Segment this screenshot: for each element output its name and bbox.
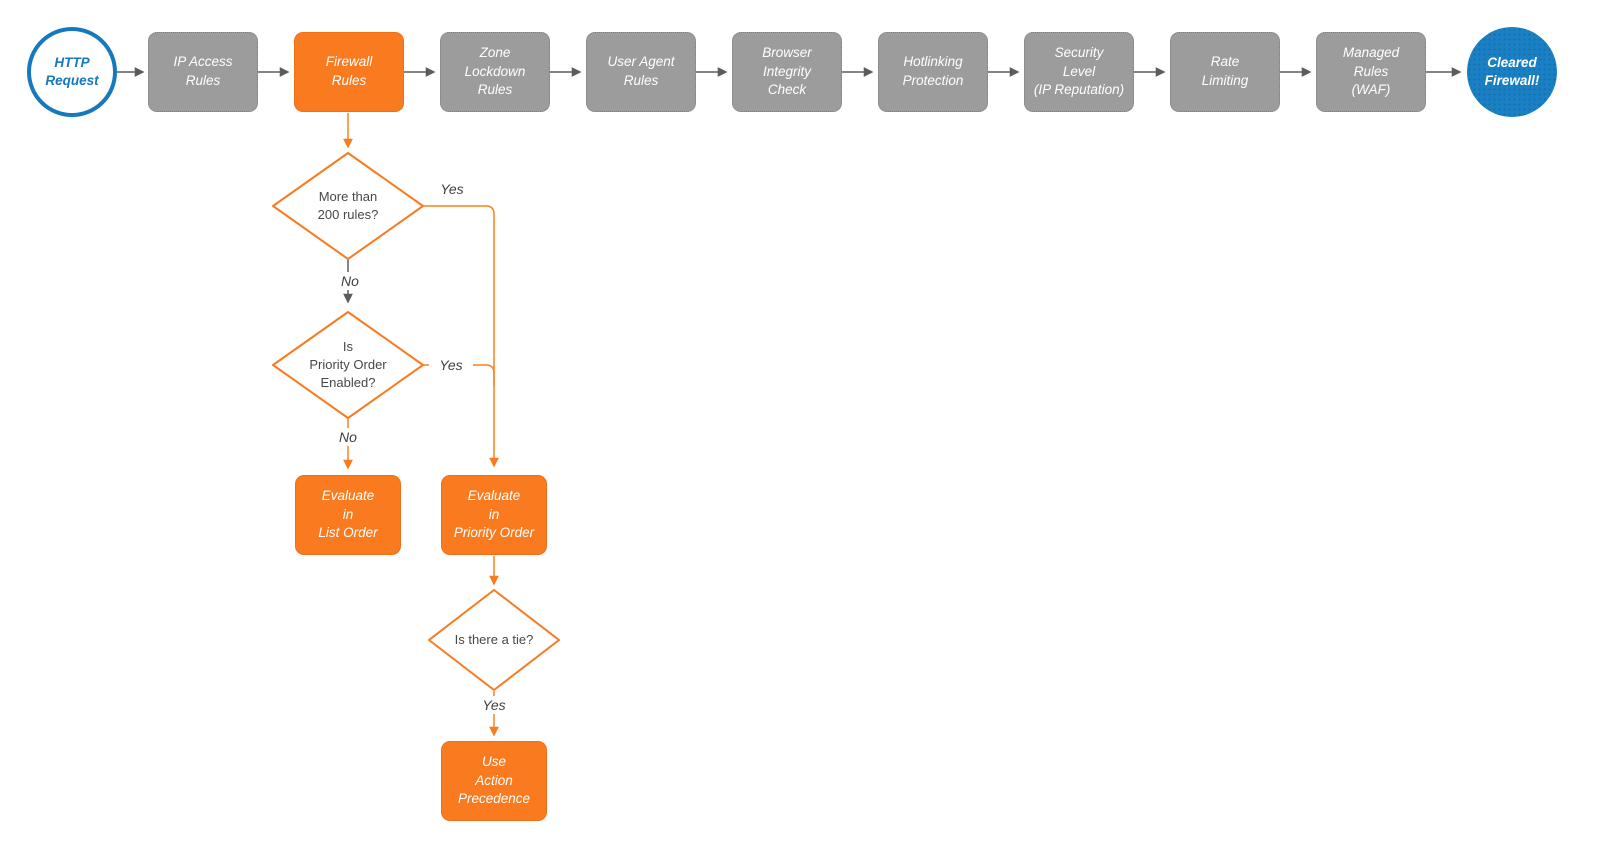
edge-decision1-yes	[423, 205, 499, 468]
decision-priority-enabled-shape	[272, 311, 424, 419]
decision-more-than-200-shape	[272, 152, 424, 260]
node-firewall-rules: Firewall Rules	[294, 32, 404, 112]
node-user-agent-rules: User Agent Rules	[586, 32, 696, 112]
decision-tie-shape	[428, 589, 560, 691]
decision-tie-label: Is there a tie?	[454, 631, 534, 647]
node-cleared-firewall: Cleared Firewall!	[1467, 27, 1557, 117]
node-zone-lockdown-rules: Zone Lockdown Rules	[440, 32, 550, 112]
decision-priority-enabled-label: Is Priority Order Enabled?	[309, 338, 387, 391]
node-rate-limiting: Rate Limiting	[1170, 32, 1280, 112]
node-browser-integrity-check: Browser Integrity Check	[732, 32, 842, 112]
edge-decision2-yes	[423, 364, 495, 386]
edge-label-yes-3: Yes	[472, 696, 516, 714]
node-evaluate-list-order: Evaluate in List Order	[295, 475, 401, 555]
node-hotlinking-protection: Hotlinking Protection	[878, 32, 988, 112]
edge-label-yes-1: Yes	[440, 181, 464, 197]
node-use-action-precedence: Use Action Precedence	[441, 741, 547, 821]
node-http-request: HTTP Request	[27, 27, 117, 117]
decision-more-than-200-label: More than 200 rules?	[317, 188, 379, 222]
node-security-level: Security Level (IP Reputation)	[1024, 32, 1134, 112]
node-ip-access-rules: IP Access Rules	[148, 32, 258, 112]
edge-label-yes-2: Yes	[429, 356, 473, 374]
node-managed-rules-waf: Managed Rules (WAF)	[1316, 32, 1426, 112]
node-evaluate-priority-order: Evaluate in Priority Order	[441, 475, 547, 555]
edge-label-no-2: No	[328, 428, 368, 446]
edge-label-no-1: No	[330, 272, 370, 290]
